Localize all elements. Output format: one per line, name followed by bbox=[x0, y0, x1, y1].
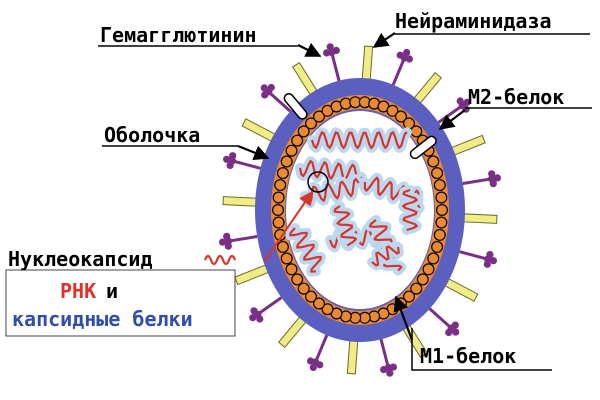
m1-bead bbox=[313, 297, 326, 310]
pointer-m1 bbox=[393, 295, 414, 341]
m1-bead bbox=[431, 240, 444, 253]
m1-bead bbox=[386, 104, 399, 117]
rna-segment bbox=[295, 156, 367, 186]
m1-bead bbox=[416, 273, 429, 286]
m1-protein-beads bbox=[272, 96, 449, 324]
label-m2-protein: M2-белок bbox=[468, 85, 564, 109]
m1-bead bbox=[291, 273, 304, 286]
m1-bead bbox=[436, 204, 449, 217]
rna-segment bbox=[329, 201, 361, 251]
label-neuraminidase: Нейраминидаза bbox=[395, 9, 552, 33]
m1-bead bbox=[305, 117, 318, 130]
m1-bead bbox=[297, 125, 310, 138]
label-nucleocapsid: Нуклеокапсид bbox=[8, 247, 153, 271]
neuraminidase-spike bbox=[428, 307, 460, 337]
m1-bead bbox=[433, 228, 446, 241]
label-and: и bbox=[106, 279, 118, 303]
hemagglutinin-spike bbox=[361, 45, 374, 82]
m1-bead bbox=[280, 252, 293, 265]
rna-segment bbox=[285, 223, 326, 277]
neuraminidase-spike bbox=[462, 170, 501, 188]
m1-bead bbox=[410, 125, 423, 138]
neuraminidase-spike bbox=[223, 152, 261, 170]
m1-bead bbox=[276, 167, 289, 180]
rna-segment bbox=[300, 174, 364, 209]
hemagglutinin-spike bbox=[241, 118, 277, 143]
pointer-lines bbox=[237, 32, 466, 341]
pointer-nucleocapsid bbox=[263, 190, 313, 263]
neuraminidase-spike bbox=[219, 232, 258, 250]
pointer-m2 bbox=[438, 109, 466, 130]
m1-bead bbox=[321, 303, 334, 316]
hemagglutinin-spike bbox=[449, 134, 486, 157]
pointer-envelope bbox=[237, 144, 270, 161]
rna-segment bbox=[367, 241, 404, 271]
label-capsid-proteins: капсидные белки bbox=[12, 307, 193, 331]
pointer-hemagglutinin bbox=[297, 42, 322, 57]
m1-bead bbox=[435, 191, 448, 204]
m1-bead bbox=[272, 191, 285, 204]
rna-segments bbox=[285, 127, 425, 277]
m1-bead bbox=[280, 155, 293, 168]
rna-segment bbox=[307, 127, 412, 153]
label-hemagglutinin: Гемагглютинин bbox=[100, 23, 257, 47]
m1-bead bbox=[272, 204, 285, 217]
neuraminidase-spike bbox=[323, 43, 341, 82]
m1-bead bbox=[291, 134, 304, 147]
neuraminidase-spike bbox=[249, 296, 283, 323]
m1-bead bbox=[285, 144, 298, 157]
m1-bead bbox=[435, 216, 448, 229]
pointer-neuraminidase bbox=[372, 32, 396, 48]
m1-bead bbox=[410, 282, 423, 295]
m1-bead bbox=[433, 179, 446, 192]
neuraminidase-spike bbox=[260, 83, 292, 113]
m1-label-bracket bbox=[411, 328, 552, 371]
m1-bead bbox=[297, 282, 310, 295]
m1-bead bbox=[272, 216, 285, 229]
m2-channel-left bbox=[283, 93, 308, 120]
nucleocapsid-legend-box bbox=[5, 269, 236, 337]
hemagglutinin-spike bbox=[412, 71, 443, 105]
neuraminidase-spike bbox=[459, 250, 497, 268]
m2-channel-right bbox=[409, 135, 437, 160]
hemagglutinin-spike bbox=[462, 213, 498, 224]
rna-legend-wave bbox=[203, 254, 237, 266]
m1-bead bbox=[313, 110, 326, 123]
m1-bead bbox=[274, 179, 287, 192]
hemagglutinin-spike bbox=[234, 263, 271, 286]
label-rna: РНК bbox=[60, 279, 96, 303]
m1-bead bbox=[285, 263, 298, 276]
nucleocapsid-highlight-circle bbox=[307, 171, 329, 193]
hemagglutinin-spike bbox=[291, 61, 319, 97]
m1-bead bbox=[427, 252, 440, 265]
rna-segment bbox=[398, 185, 422, 235]
m1-bead bbox=[422, 263, 435, 276]
m1-bead bbox=[305, 290, 318, 303]
neuraminidase-spike bbox=[391, 48, 413, 86]
m1-bead bbox=[427, 155, 440, 168]
neuraminidase-spike bbox=[379, 338, 397, 377]
label-envelope: Оболочка bbox=[104, 123, 200, 147]
m1-bead bbox=[276, 240, 289, 253]
neuraminidase-spike bbox=[307, 334, 329, 372]
hemagglutinin-spike bbox=[443, 277, 479, 302]
label-m1-protein: M1-белок bbox=[420, 344, 516, 368]
hemagglutinin-spike bbox=[277, 315, 308, 349]
m1-bead bbox=[395, 110, 408, 123]
hemagglutinin-spike bbox=[222, 196, 258, 207]
hemagglutinin-spike bbox=[346, 338, 359, 375]
m1-bead bbox=[431, 167, 444, 180]
